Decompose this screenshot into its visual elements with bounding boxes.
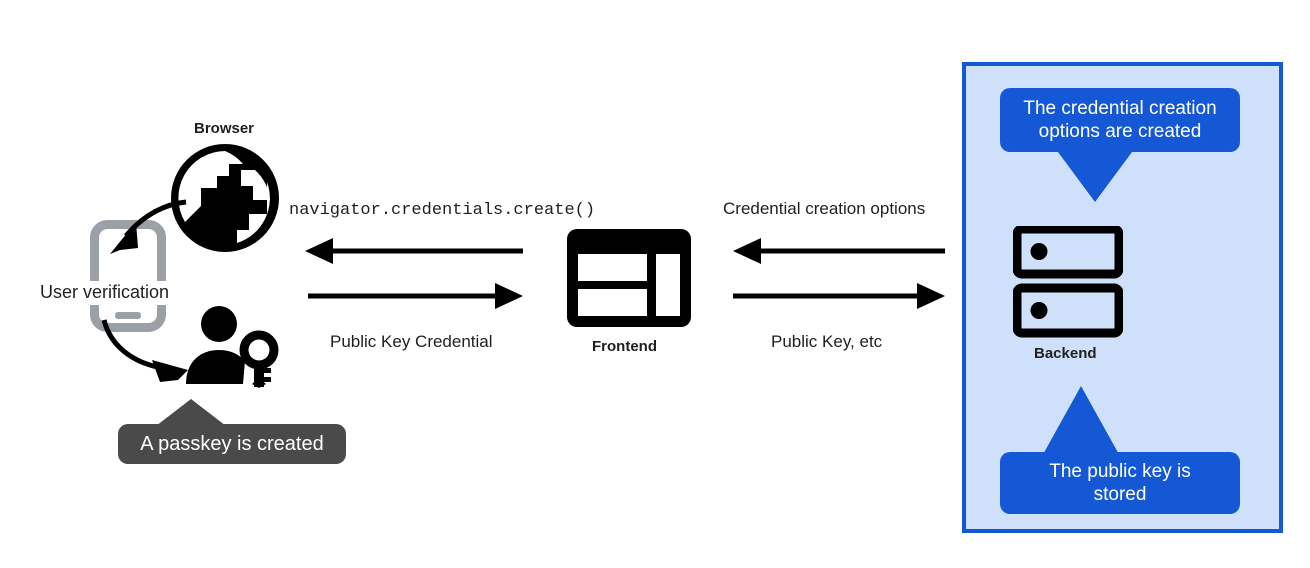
backend-top-callout-line2: options are created	[1038, 121, 1202, 142]
backend-bottom-callout-line1: The public key is	[1049, 460, 1191, 482]
browser-frontend-outbound-label: Public Key Credential	[330, 332, 493, 351]
passkey-callout: A passkey is created	[118, 424, 346, 464]
passkey-callout-tail	[152, 399, 230, 429]
phone-to-user-arrow	[100, 318, 204, 384]
browser-frontend-arrow-left	[305, 238, 523, 264]
backend-top-callout: The credential creation options are crea…	[1000, 88, 1240, 152]
frontend-label: Frontend	[592, 338, 657, 355]
user-verification-label: User verification	[38, 281, 172, 305]
passkey-callout-text: A passkey is created	[140, 432, 324, 455]
browser-frontend-inbound-label: navigator.credentials.create()	[289, 201, 596, 220]
frontend-backend-arrow-right	[733, 283, 945, 309]
backend-top-callout-line1: The credential creation	[1023, 97, 1217, 119]
browser-to-phone-arrow	[100, 196, 190, 276]
server-icon	[1013, 226, 1123, 338]
backend-bottom-callout-tail	[1041, 386, 1121, 458]
smartphone-icon	[90, 220, 166, 332]
user-with-key-icon	[186, 306, 281, 388]
backend-bottom-callout: The public key is stored	[1000, 452, 1240, 514]
browser-label: Browser	[194, 120, 255, 137]
browser-frontend-arrow-right	[308, 283, 523, 309]
backend-bottom-callout-line2: stored	[1093, 484, 1147, 505]
frontend-backend-outbound-label: Public Key, etc	[771, 332, 883, 351]
frontend-backend-inbound-label: Credential creation options	[723, 199, 926, 218]
web-layout-icon	[567, 229, 691, 327]
backend-label: Backend	[1034, 345, 1097, 362]
globe-icon	[171, 144, 279, 252]
backend-top-callout-tail	[1055, 148, 1135, 202]
frontend-backend-arrow-left	[733, 238, 945, 264]
